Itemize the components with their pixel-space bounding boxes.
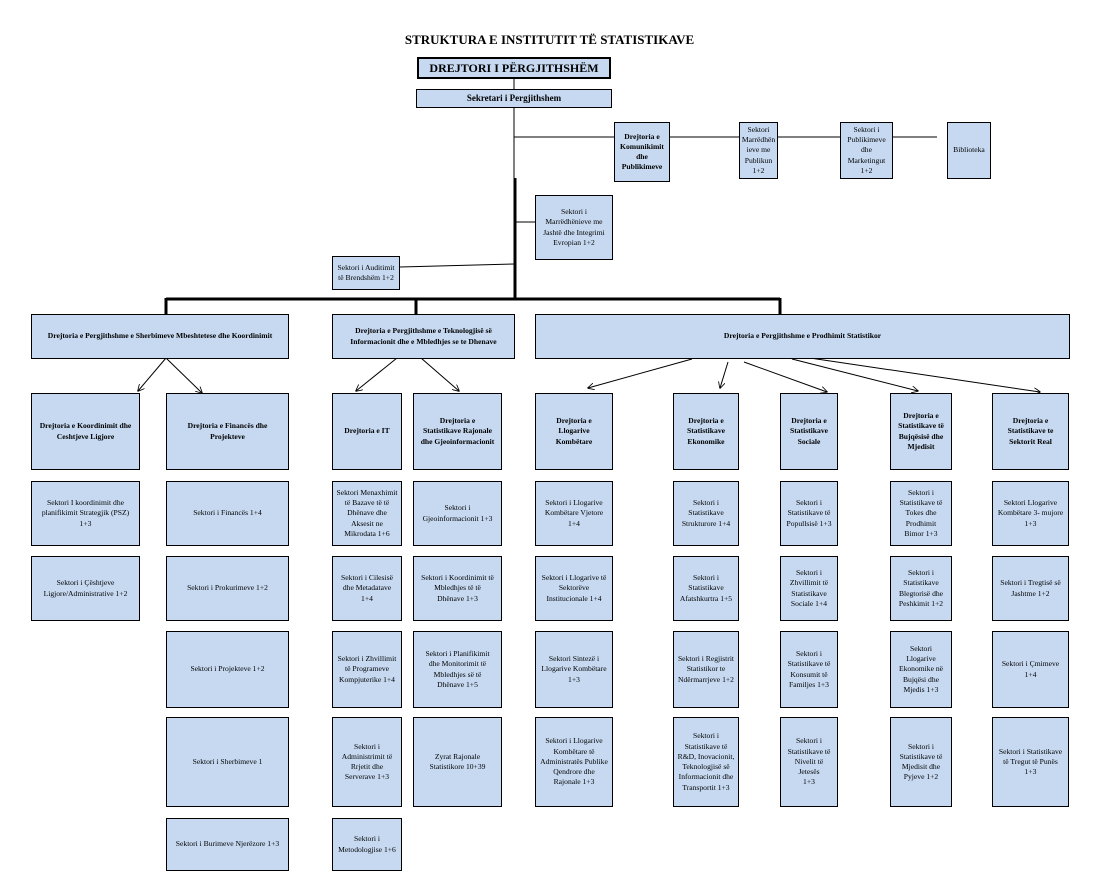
sector-box: Sektori i Gjeoinformacionit 1+3 [413,481,502,546]
sector-box: Sektori i Statistikave të Nivelit të Jet… [780,717,838,807]
directorate-agriculture-box: Drejtoria e Statistikave të Bujqësisë dh… [890,393,952,470]
sector-box: Sektori i Financës 1+4 [166,481,289,546]
sector-box: Sektori i Llogarive Kombëtare të Adminis… [535,717,613,807]
sector-box: Sektori i Statistikave Strukturore 1+4 [673,481,739,546]
sector-box: Zyrat Rajonale Statistikore 10+39 [413,717,502,807]
sector-box: Sektori i Regjistrit Statistikor te Ndër… [673,631,739,708]
general-directorate-it-box: Drejtoria e Pergjithshme e Teknologjisë … [332,314,515,359]
sector-box: Sektori i Statistikave të Konsumit të Fa… [780,631,838,708]
sector-box: Sektori Llogarive Kombëtare 3- mujore 1+… [992,481,1069,546]
foreign-relations-sector-box: Sektori i Marrëdhënieve me Jashtë dhe In… [535,195,613,260]
directorate-national-accounts-box: Drejtoria e Llogarive Kombëtare [535,393,613,470]
sector-box: Sektori i Llogarive Kombëtare Vjetore 1+… [535,481,613,546]
sector-box: Sektori Sintezë i Llogarive Kombëtare 1+… [535,631,613,708]
sector-box: Sektori Menaxhimit të Bazave të të Dhëna… [332,481,402,546]
sector-box: Sektori i Burimeve Njerëzore 1+3 [166,818,289,871]
public-relations-sector-box: Sektori Marrëdhën ieve me Publikun 1+2 [739,122,778,179]
sector-box: Sektori i Statistikave Afatshkurtra 1+5 [673,556,739,621]
sector-box: Sektori i Statistikave Blegtorisë dhe Pe… [890,556,952,621]
directorate-social-box: Drejtoria e Statistikave Sociale [780,393,838,470]
directorate-coordination-box: Drejtoria e Koordinimit dhe Ceshtjeve Li… [31,393,140,470]
directorate-finance-box: Drejtoria e Financës dhe Projekteve [166,393,289,470]
director-box: DREJTORI I PËRGJITHSHËM [417,57,611,79]
sector-box: Sektori i Sherbimeve 1 [166,717,289,807]
sector-box: Sektori i Statistikave të Popullsisë 1+3 [780,481,838,546]
sector-box: Sektori i Statistikave të Mjedisit dhe P… [890,717,952,807]
sector-box: Sektori i Statistikave të Tregut të Punë… [992,717,1069,807]
sector-box: Sektori i Metodologjise 1+6 [332,818,402,871]
directorate-regional-box: Drejtoria e Statistikave Rajonale dhe Gj… [413,393,502,470]
sector-box: Sektori i Tregtisë së Jashtme 1+2 [992,556,1069,621]
sector-box: Sektori i Statistikave të R&D, Inovacion… [673,717,739,807]
publications-sector-box: Sektori i Publikimeve dhe Marketingut 1+… [840,122,893,179]
sector-box: Sektori i Zhvillimit të Programeve Kompj… [332,631,402,708]
library-box: Biblioteka [947,122,991,179]
sector-box: Sektori i Zhvillimit të Statistikave Soc… [780,556,838,621]
sector-box: Sektori i Çmimeve 1+4 [992,631,1069,708]
audit-sector-box: Sektori i Auditimit të Brendshëm 1+2 [332,256,400,290]
sector-box: Sektori i Cilesisë dhe Metadatave 1+4 [332,556,402,621]
directorate-economic-box: Drejtoria e Statistikave Ekonomike [673,393,739,470]
general-directorate-production-box: Drejtoria e Pergjithshme e Prodhimit Sta… [535,314,1070,359]
sector-box: Sektori i Prokurimeve 1+2 [166,556,289,621]
secretary-box: Sekretari i Pergjithshem [416,89,612,108]
communication-directorate-box: Drejtoria e Komunikimit dhe Publikimeve [614,122,670,182]
directorate-it-box: Drejtoria e IT [332,393,402,470]
sector-box: Sektori i Llogarive të Sektorëve Institu… [535,556,613,621]
sector-box: Sektori i Projekteve 1+2 [166,631,289,708]
sector-box: Sektori i Planifikimit dhe Monitorimit t… [413,631,502,708]
sector-box: Sektori i Statistikave të Tokes dhe Prod… [890,481,952,546]
directorate-real-sector-box: Drejtoria e Statistikave te Sektorit Rea… [992,393,1069,470]
sector-box: Sektori I koordinimit dhe planifikimit S… [31,481,140,546]
general-directorate-support-box: Drejtoria e Pergjithshme e Sherbimeve Mb… [31,314,289,359]
sector-box: Sektori i Administrimit të Rrjetit dhe S… [332,717,402,807]
sector-box: Sektori Llogarive Ekonomike në Bujqësi d… [890,631,952,708]
sector-box: Sektori i Çështjeve Ligjore/Administrati… [31,556,140,621]
sector-box: Sektori i Koordinimit të Mbledhjes të të… [413,556,502,621]
chart-title: STRUKTURA E INSTITUTIT TË STATISTIKAVE [404,32,695,47]
